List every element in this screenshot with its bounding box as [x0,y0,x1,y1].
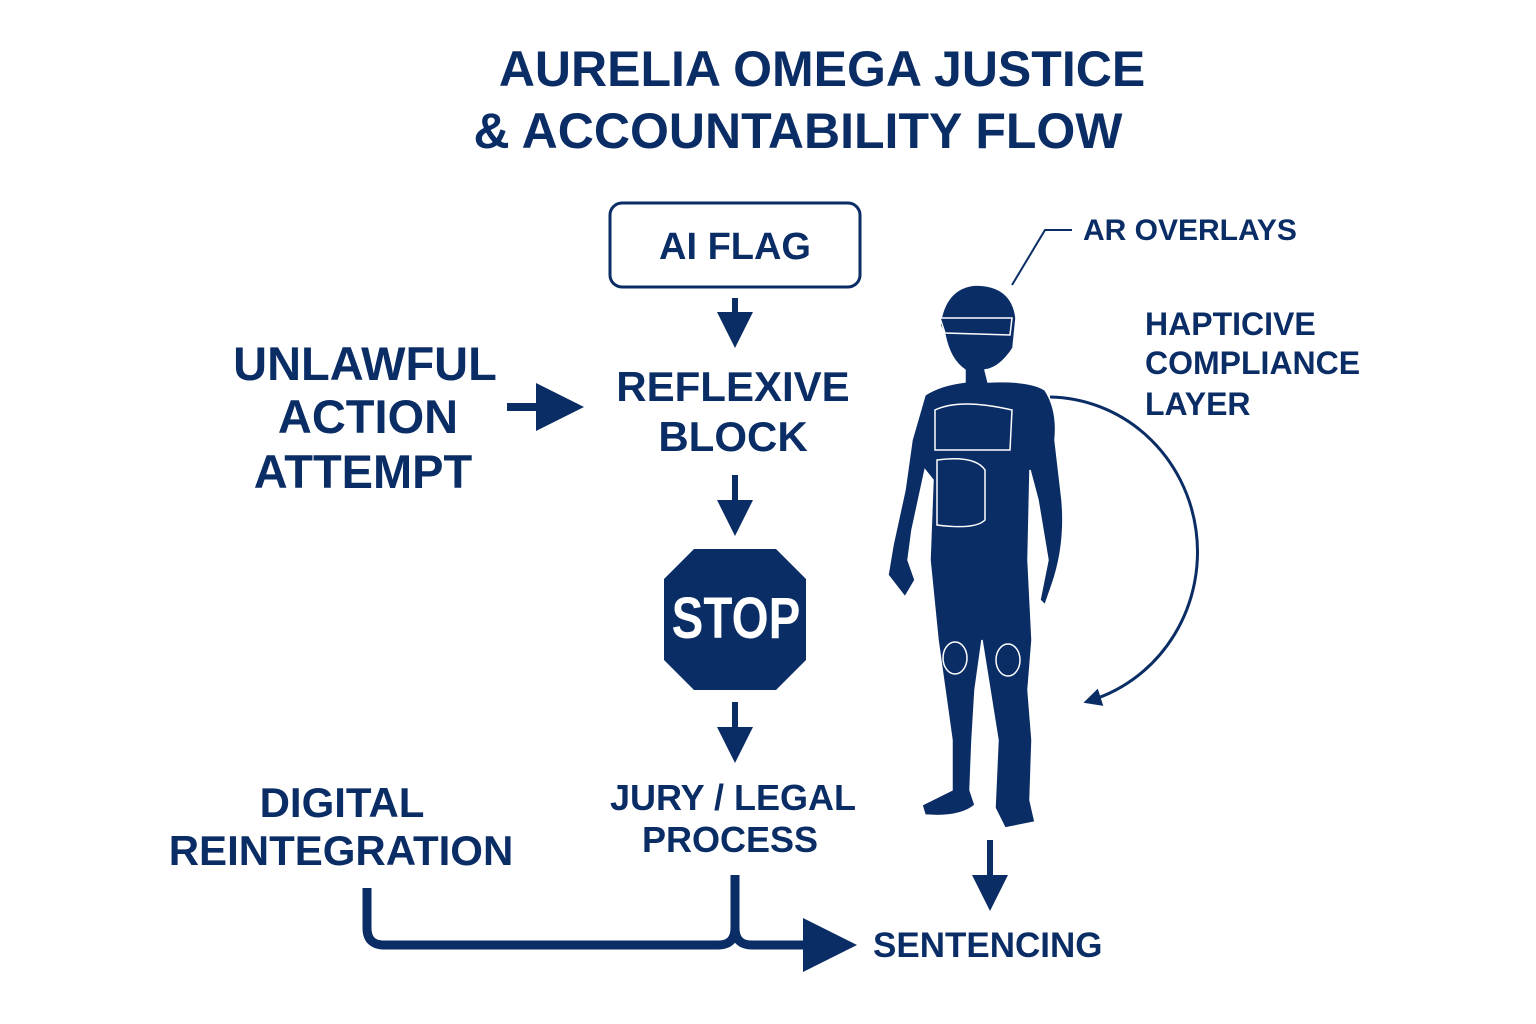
unlawful-line-1: UNLAWFUL [233,337,497,390]
title-line-1: AURELIA OMEGA JUSTICE [498,41,1146,97]
digital-line-2: REINTEGRATION [168,827,514,874]
sentencing-label: SENTENCING [873,926,1103,965]
human-figure-icon [887,284,1064,829]
title-line-2: & ACCOUNTABILITY FLOW [473,103,1123,159]
unlawful-line-3: ATTEMPT [253,445,473,498]
reflexive-block-line-2: BLOCK [658,413,808,460]
ar-overlays-label: AR OVERLAYS [1083,214,1297,247]
digital-line-1: DIGITAL [259,779,425,826]
reflexive-block-line-1: REFLEXIVE [616,363,850,410]
jury-line-1: JURY / LEGAL [609,777,857,818]
jury-line-2: PROCESS [641,819,819,860]
haptic-curved-arrow [1049,395,1199,706]
haptic-line-1: HAPTICIVE [1145,306,1316,342]
haptic-line-2: COMPLIANCE [1145,345,1361,381]
stop-sign-octagon [664,549,806,690]
unlawful-line-2: ACTION [277,390,459,443]
ar-overlays-leader-line [1011,229,1072,286]
ai-flag-box [608,201,862,289]
ai-flag-label: AI FLAG [659,226,811,268]
haptic-line-3: LAYER [1145,386,1251,422]
merge-bracket-arrow [362,875,830,945]
stop-sign-label: STOP [671,586,801,651]
